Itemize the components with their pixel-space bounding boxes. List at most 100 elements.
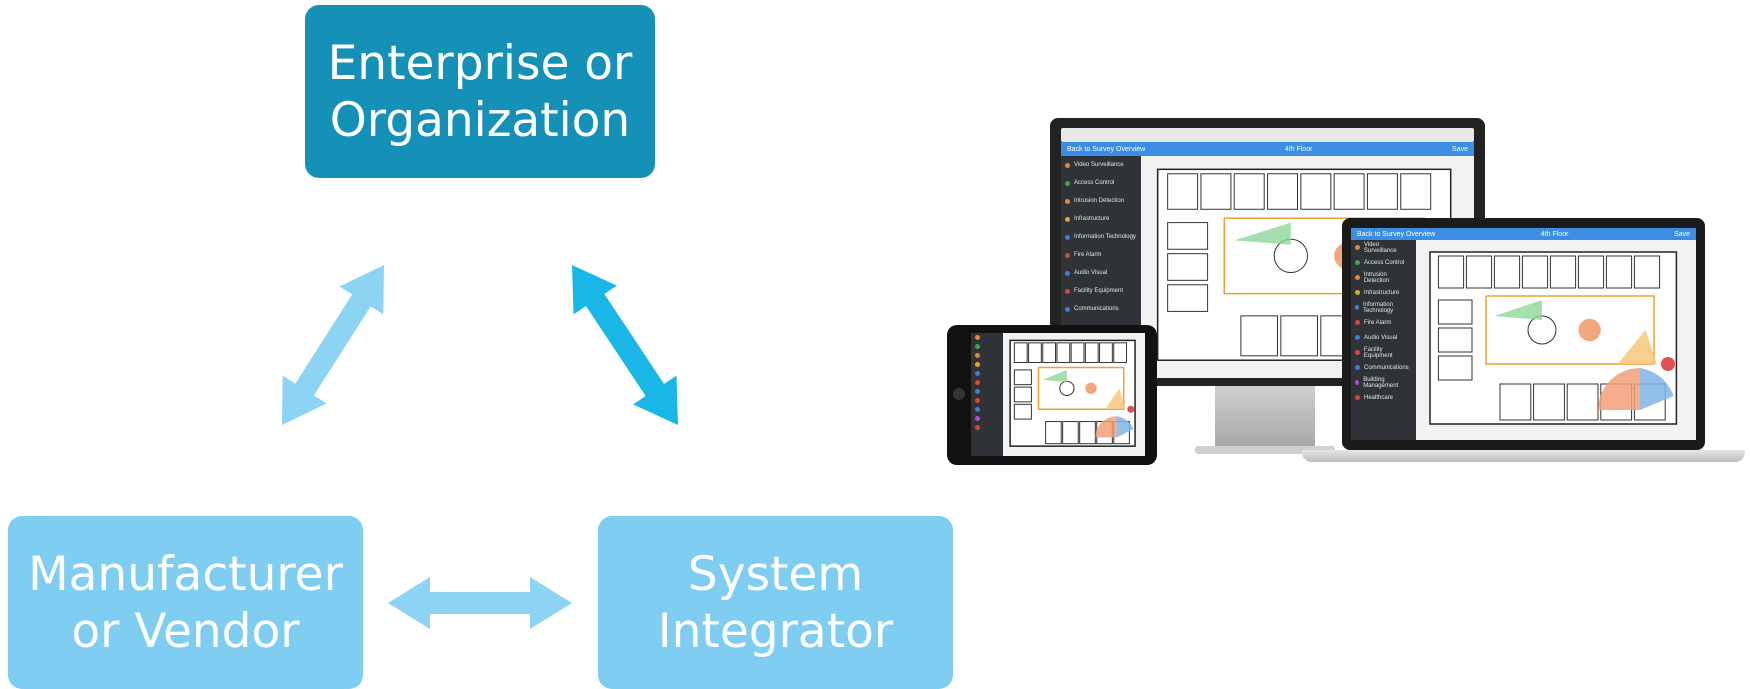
sidebar-category-item[interactable]: Information Technology: [1351, 300, 1416, 315]
room: [1240, 315, 1279, 357]
sidebar-category-item[interactable]: Infrastructure: [1351, 285, 1416, 300]
manufacturer-label: Manufacturer or Vendor: [28, 546, 343, 659]
category-label: Healthcare: [1364, 394, 1394, 401]
camera-coverage: [1116, 416, 1134, 438]
camera-coverage: [1095, 416, 1117, 438]
category-label: Fire Alarm: [1074, 252, 1102, 258]
sidebar-category-item[interactable]: Facility Equipment: [1351, 345, 1416, 360]
category-label: Infrastructure: [1364, 289, 1400, 296]
sidebar-category-item[interactable]: Information Technology: [1061, 228, 1141, 246]
enterprise-label: Enterprise or Organization: [327, 35, 633, 148]
sidebar-category-item[interactable]: Video Surveillance: [1351, 240, 1416, 255]
floor-plan-drawing: [1009, 339, 1136, 447]
camera-coverage: [1042, 369, 1067, 383]
category-icon: [1065, 270, 1070, 276]
sidebar-category-item[interactable]: [971, 405, 1003, 414]
sidebar-category-item[interactable]: Audio Visual: [1351, 330, 1416, 345]
room: [1042, 342, 1057, 364]
laptop-save-button[interactable]: Save: [1674, 230, 1690, 238]
sidebar-category-item[interactable]: [971, 342, 1003, 351]
sidebar-category-item[interactable]: Access Control: [1061, 174, 1141, 192]
sidebar-category-item[interactable]: Communications: [1351, 360, 1416, 375]
room: [1437, 299, 1473, 325]
sidebar-category-item[interactable]: [971, 360, 1003, 369]
sidebar-category-item[interactable]: Access Control: [1351, 255, 1416, 270]
category-label: Communications: [1074, 306, 1119, 312]
room: [1079, 421, 1096, 445]
room: [1200, 173, 1232, 210]
room: [1113, 342, 1128, 364]
sidebar-category-item[interactable]: Healthcare: [1351, 390, 1416, 405]
laptop-base: [1302, 450, 1745, 462]
save-button[interactable]: Save: [1452, 145, 1468, 153]
arrow-enterprise-integrator: [572, 265, 678, 425]
category-label: Building Management: [1363, 376, 1399, 389]
category-icon: [975, 362, 980, 367]
laptop: Back to Survey Overview 4th Floor Save V…: [1342, 218, 1705, 450]
sidebar-category-item[interactable]: [971, 351, 1003, 360]
monitor-stand: [1215, 386, 1315, 446]
room: [1437, 327, 1473, 353]
room: [1465, 255, 1493, 289]
floor-plan-drawing: [1429, 251, 1678, 425]
sidebar-category-item[interactable]: [971, 333, 1003, 342]
category-icon: [1355, 320, 1360, 325]
room: [1333, 173, 1365, 210]
category-icon: [1355, 245, 1360, 250]
room: [1028, 342, 1042, 364]
room: [1549, 255, 1577, 289]
room: [1633, 255, 1661, 289]
back-link[interactable]: Back to Survey Overview: [1067, 145, 1146, 153]
sidebar-category-item[interactable]: Audio Visual: [1061, 264, 1141, 282]
tablet-category-sidebar: [971, 333, 1003, 456]
category-icon: [1065, 306, 1070, 312]
category-label: Video Surveillance: [1074, 162, 1124, 168]
category-icon: [1355, 350, 1360, 355]
sidebar-category-item[interactable]: [971, 369, 1003, 378]
room: [1167, 253, 1209, 281]
category-icon: [1355, 260, 1360, 265]
room: [1577, 255, 1605, 289]
category-label: Infrastructure: [1074, 216, 1110, 222]
sidebar-category-item[interactable]: [971, 423, 1003, 432]
category-label: Audio Visual: [1364, 334, 1398, 341]
room: [1400, 173, 1432, 210]
sidebar-category-item[interactable]: Facility Equipment: [1061, 282, 1141, 300]
category-label: Intrusion Detection: [1363, 271, 1390, 284]
category-icon: [975, 416, 980, 421]
tablet: [947, 325, 1157, 465]
sidebar-category-item[interactable]: [971, 396, 1003, 405]
tablet-floor-plan[interactable]: [1003, 333, 1145, 456]
sidebar-category-item[interactable]: Fire Alarm: [1351, 315, 1416, 330]
category-icon: [1065, 180, 1070, 186]
room: [1062, 421, 1079, 445]
room: [1045, 421, 1062, 445]
sidebar-category-item[interactable]: [971, 378, 1003, 387]
sidebar-category-item[interactable]: Building Management: [1351, 375, 1416, 390]
sidebar-category-item[interactable]: Intrusion Detection: [1351, 270, 1416, 285]
sidebar-category-item[interactable]: Infrastructure: [1061, 210, 1141, 228]
room: [1267, 173, 1299, 210]
sidebar-category-item[interactable]: Video Surveillance: [1061, 156, 1141, 174]
tablet-home-button[interactable]: [953, 388, 965, 400]
room: [1167, 284, 1209, 312]
sidebar-category-item[interactable]: [971, 414, 1003, 423]
device-zone: [1578, 318, 1601, 342]
laptop-floor-plan[interactable]: [1416, 240, 1696, 440]
sidebar-category-item[interactable]: Fire Alarm: [1061, 246, 1141, 264]
sidebar-category-item[interactable]: [971, 387, 1003, 396]
arrow-enterprise-manufacturer: [282, 265, 384, 425]
category-icon: [975, 371, 980, 376]
room: [1493, 255, 1521, 289]
sidebar-category-item[interactable]: Intrusion Detection: [1061, 192, 1141, 210]
category-label: Communications: [1364, 364, 1409, 371]
laptop-back-link[interactable]: Back to Survey Overview: [1357, 230, 1436, 238]
category-icon: [975, 407, 980, 412]
room: [1013, 342, 1028, 364]
category-icon: [1065, 288, 1070, 294]
category-label: Information Technology: [1074, 234, 1136, 240]
room: [1167, 222, 1209, 250]
room: [1366, 173, 1398, 210]
sidebar-category-item[interactable]: Communications: [1061, 300, 1141, 318]
category-icon: [1065, 198, 1070, 204]
